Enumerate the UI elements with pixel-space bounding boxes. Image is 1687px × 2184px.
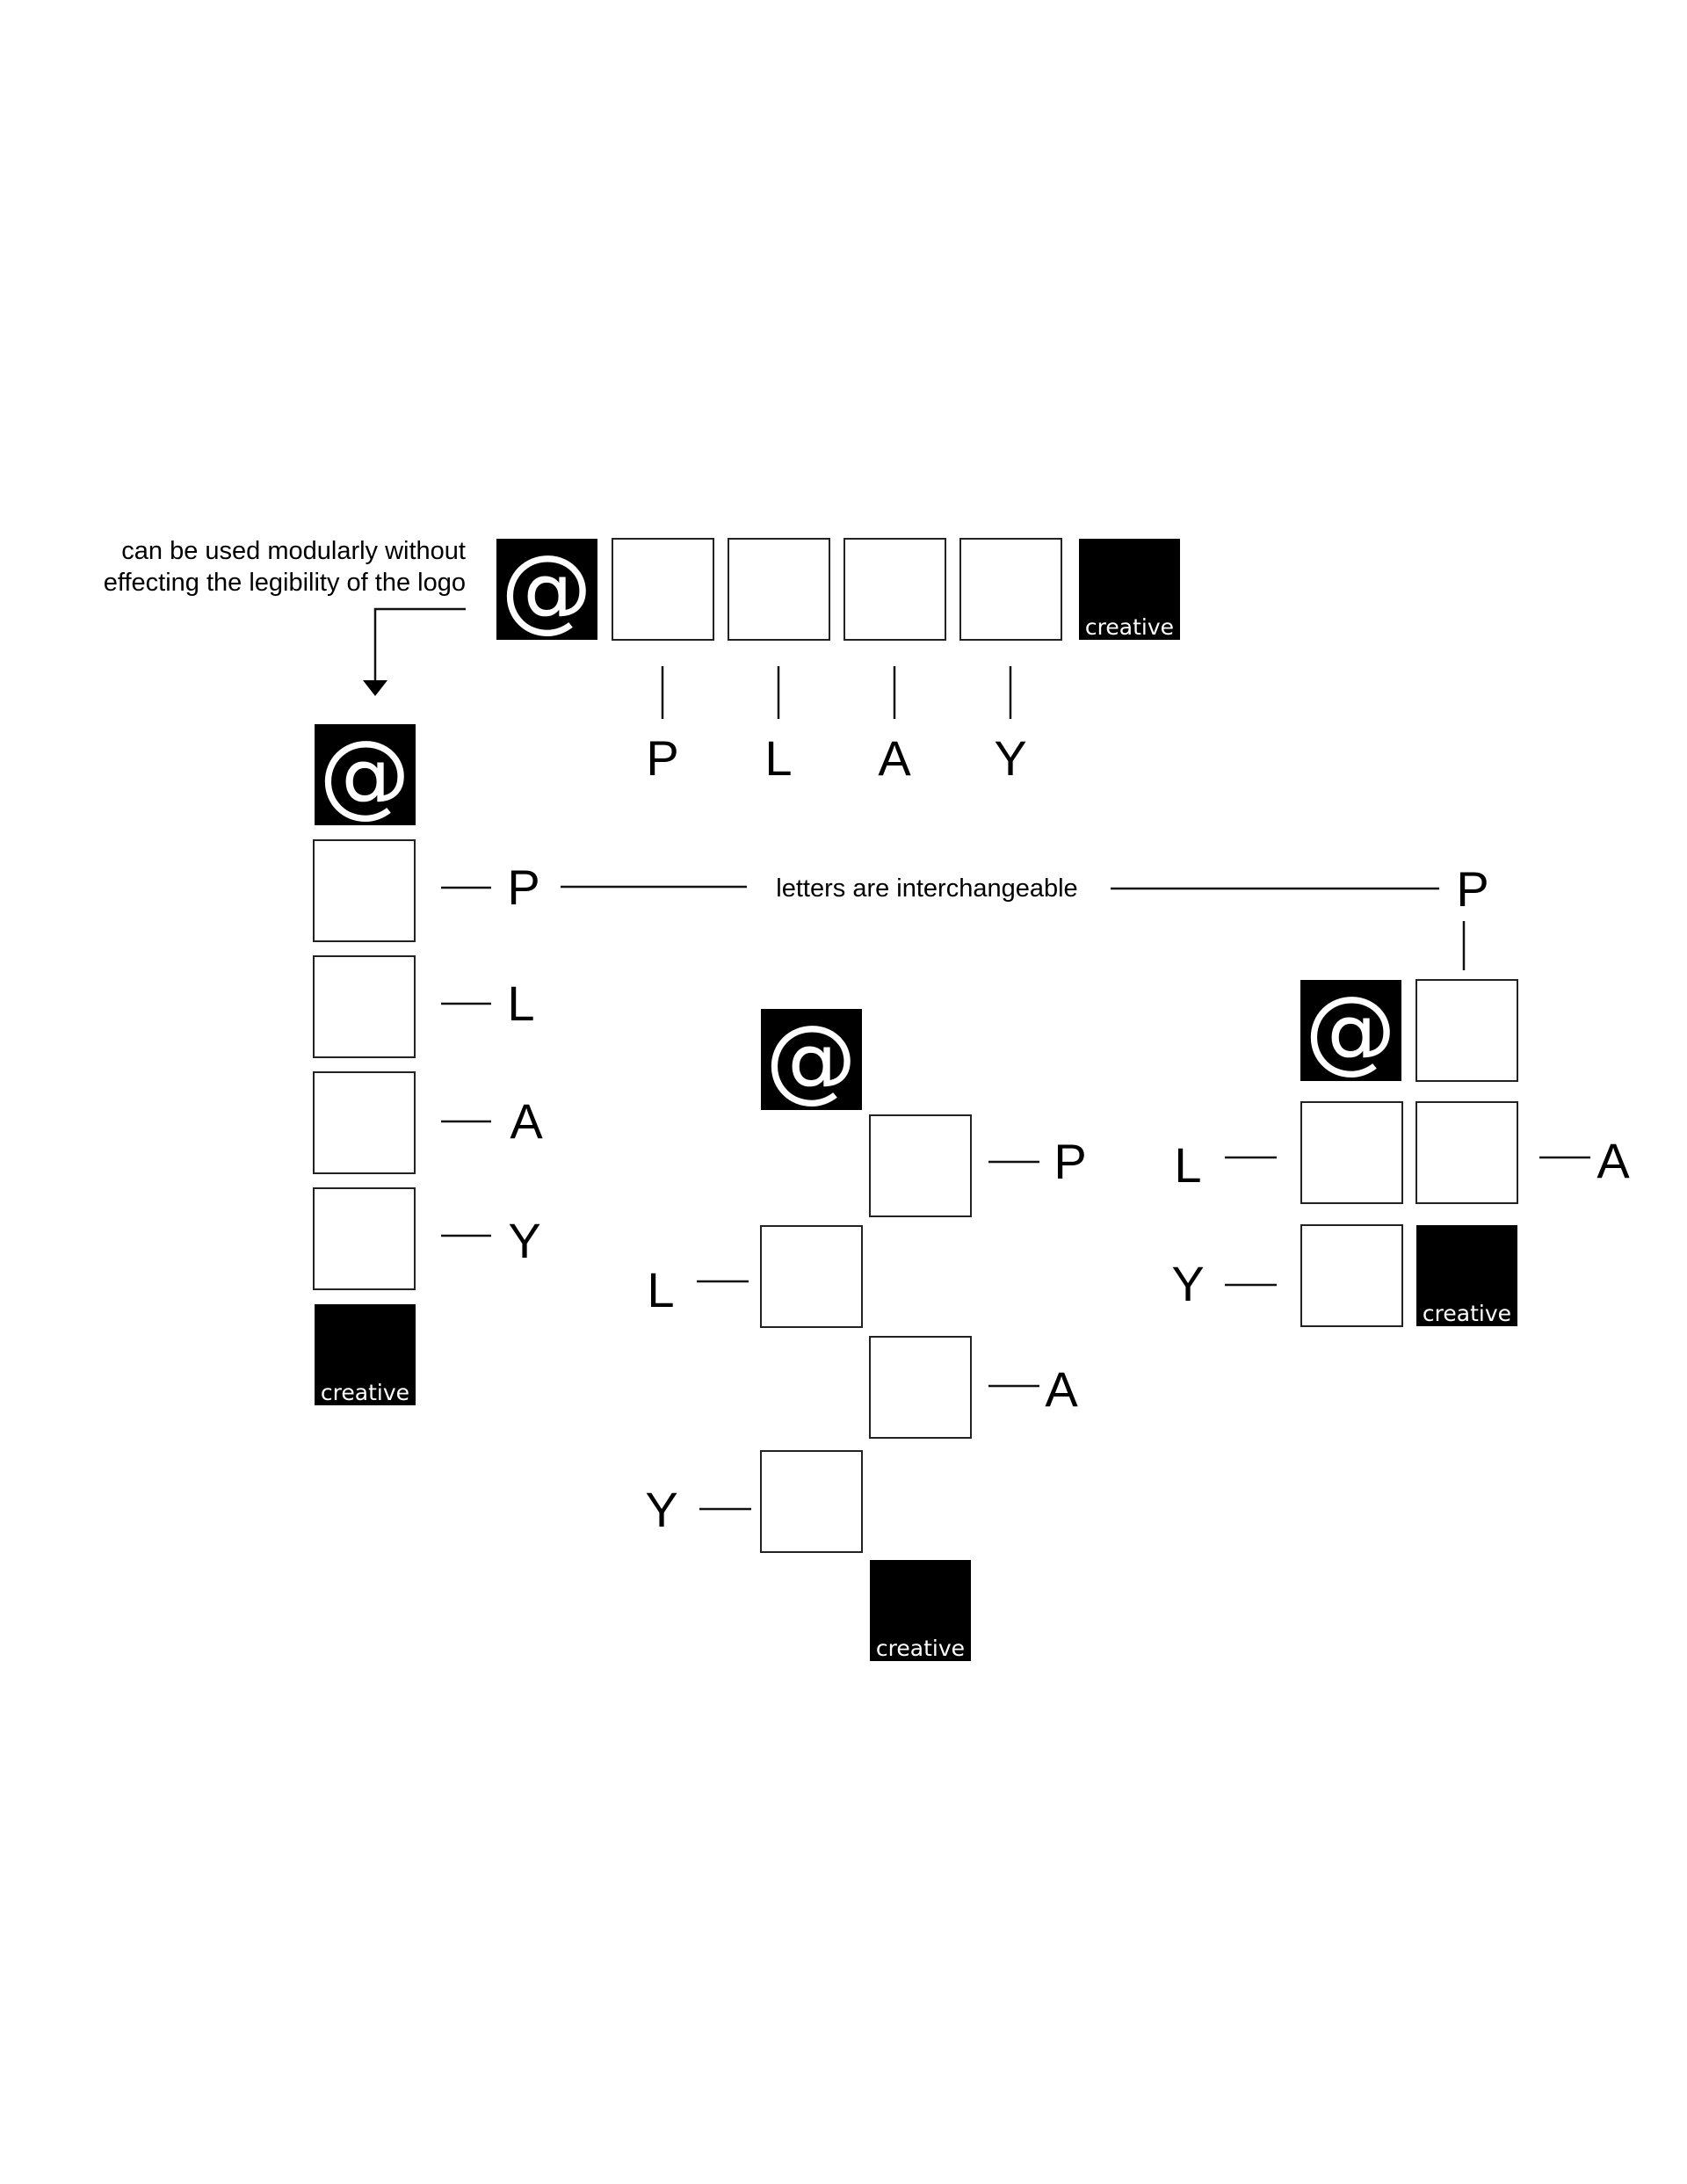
letter-tile-p (869, 1114, 972, 1217)
logo-zigzag: @ creative P L A Y (645, 1005, 1087, 1661)
at-tile (1300, 980, 1401, 1081)
letter-tile-p (612, 538, 714, 641)
logo-grid: P @ creative L A Y (1171, 861, 1630, 1327)
letter-tile-l (313, 955, 416, 1058)
at-tile (496, 539, 597, 640)
at-symbol: @ (765, 1005, 857, 1113)
letter-tile-y (313, 1187, 416, 1290)
letter-y: Y (994, 730, 1026, 786)
letter-tile-l (728, 538, 830, 641)
at-symbol: @ (501, 535, 592, 642)
caption-modular-line-2: effecting the legibility of the logo (104, 569, 466, 597)
arrow-connector (373, 607, 466, 681)
letter-a: A (510, 1093, 543, 1149)
logo-horizontal: @ creative P L A Y (496, 535, 1180, 786)
letter-y: Y (645, 1482, 677, 1537)
caption-interchangeable: letters are interchangeable (776, 874, 1077, 903)
letter-tile-a (313, 1071, 416, 1174)
creative-label: creative (876, 1636, 965, 1661)
creative-label: creative (1423, 1301, 1511, 1326)
letter-p: P (1053, 1134, 1086, 1189)
letter-tile-p (313, 839, 416, 942)
letter-a: A (1596, 1133, 1630, 1188)
letter-l: L (507, 976, 534, 1031)
letter-tile-y (760, 1450, 863, 1553)
creative-tile (1079, 539, 1180, 640)
letter-l: L (764, 730, 792, 786)
letter-l: L (1174, 1137, 1201, 1193)
letter-p: P (507, 860, 539, 915)
letter-p: P (1456, 861, 1488, 917)
at-tile (315, 724, 416, 825)
logo-vertical: @ creative P L A Y (313, 721, 543, 1405)
at-symbol: @ (1305, 976, 1396, 1084)
letter-p: P (646, 730, 678, 786)
letter-tile-p (1415, 979, 1518, 1082)
letter-tile-a (869, 1336, 972, 1439)
letter-tile-a (1415, 1101, 1518, 1204)
at-symbol: @ (319, 721, 410, 828)
at-tile (761, 1009, 862, 1110)
arrow-down-icon (363, 680, 387, 696)
letter-a: A (1045, 1361, 1078, 1417)
letter-tile-y (1300, 1224, 1403, 1327)
letter-a: A (878, 730, 911, 786)
creative-label: creative (1085, 614, 1174, 640)
letter-tile-y (959, 538, 1062, 641)
caption-modular-line-1: can be used modularly without (121, 537, 466, 565)
creative-tile (315, 1304, 416, 1405)
creative-tile (870, 1560, 971, 1661)
letter-tile-a (844, 538, 946, 641)
letter-tile-l (1300, 1101, 1403, 1204)
creative-tile (1416, 1225, 1517, 1326)
letter-tile-l (760, 1225, 863, 1328)
letter-l: L (647, 1262, 674, 1317)
creative-label: creative (321, 1380, 409, 1405)
letter-y: Y (1171, 1256, 1204, 1311)
letter-y: Y (508, 1213, 540, 1268)
